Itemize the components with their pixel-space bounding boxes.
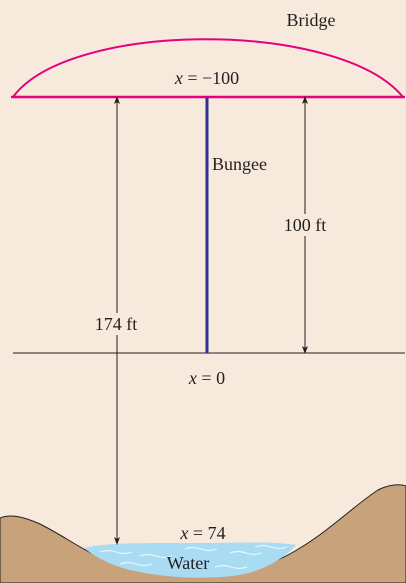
- bridge-label: Bridge: [287, 10, 336, 30]
- x-water-value: = 74: [188, 523, 225, 543]
- x-top-value: = −100: [183, 68, 239, 88]
- x-water-var: x: [179, 523, 188, 543]
- water-label: Water: [167, 553, 210, 573]
- label-bg-100ft: [279, 214, 331, 236]
- bridge-arch: [12, 38, 404, 98]
- x-mid-var: x: [188, 368, 197, 388]
- x-mid-value: = 0: [197, 368, 225, 388]
- label-bg-174ft: [84, 313, 148, 335]
- dist-100ft-label: 100 ft: [284, 215, 327, 235]
- water: [84, 542, 296, 578]
- x-water-label: x = 74: [179, 523, 225, 543]
- water-waves: [99, 544, 288, 570]
- x-top-var: x: [174, 68, 183, 88]
- x-top-label: x = −100: [174, 68, 239, 88]
- bungee-label: Bungee: [212, 154, 267, 174]
- dist-174ft-label: 174 ft: [95, 314, 138, 334]
- x-mid-label: x = 0: [188, 368, 225, 388]
